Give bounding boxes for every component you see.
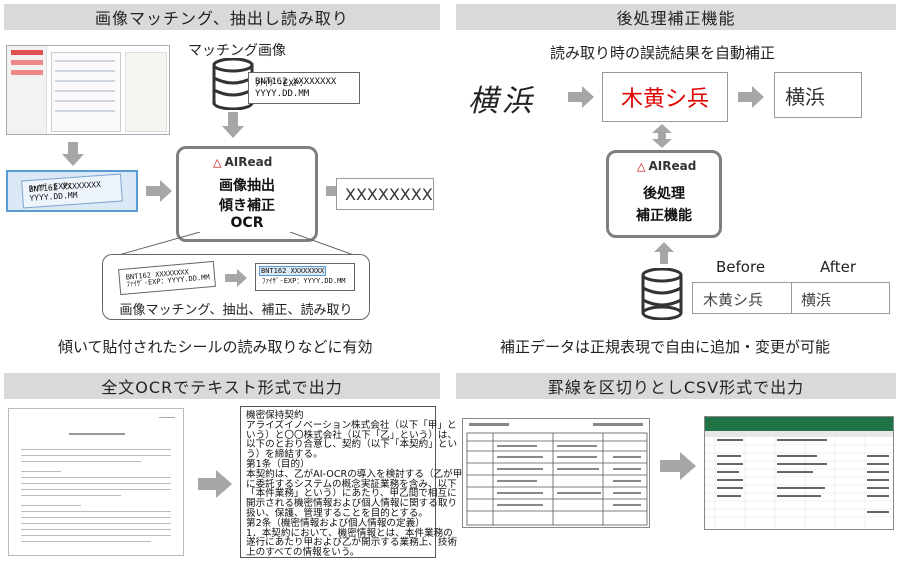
callout-caption: 画像マッチング、抽出、補正、読み取り [119,303,353,318]
section-title-matching: 画像マッチング、抽出し読み取り [4,4,440,30]
postprocess-subtitle: 読み取り時の誤読結果を自動補正 [550,44,776,62]
callout-connector [107,232,363,258]
tilted-label-card: BNT162 XXXXXXXX ﾌｧｲｻﾞ-EXP：YYYY.DD.MM [21,173,123,209]
airead-logo: △ AIRead [637,159,697,173]
arrow-down-icon [62,142,84,166]
postprocess-footer: 補正データは正規表現で自由に追加・変更が可能 [500,338,831,356]
source-document-screenshot [6,45,170,135]
airead-logo: △ AIRead [213,155,273,169]
card-line-2: ﾌｧｲｻﾞ-EXP：YYYY.DD.MM [255,79,310,99]
process-callout-box: BNT162 XXXXXXXX ﾌｧｲｻﾞ-EXP：YYYY.DD.MM BNT… [102,254,370,320]
matching-template-card: BNT162 XXXXXXXX ﾌｧｲｻﾞ-EXP：YYYY.DD.MM [248,72,360,104]
ruled-table-document [462,418,650,528]
arrow-right-icon [146,180,172,202]
handwritten-text: 横浜 [468,84,536,119]
ocr-text-output: 機密保持契約 アライズイノベーション株式会社（以下「甲」と いう）と〇〇株式会社… [240,406,462,558]
ocr-output-box: XXXXXXXX [336,178,434,210]
section-title-fulltext: 全文OCRでテキスト形式で出力 [4,373,440,399]
engine-line-3: OCR [230,215,264,231]
database-icon [640,267,684,321]
extracted-label-image: BNT162 XXXXXXXX ﾌｧｲｻﾞ-EXP：YYYY.DD.MM [6,170,138,212]
before-label: Before [716,258,766,276]
card-line-1: BNT162 XXXXXXXX [255,77,337,87]
ocr-text-content: 機密保持契約 アライズイノベーション株式会社（以下「甲」と いう）と〇〇株式会社… [246,410,463,559]
engine-line-1: 画像抽出 [219,178,275,194]
arrow-right-icon [225,269,247,287]
card-line-1: BNT162 XXXXXXXX [259,266,327,276]
arrow-right-icon [568,86,594,108]
airead-mark-icon: △ [213,155,222,169]
arrow-right-icon [198,470,232,498]
before-value: 木黄シ兵 [703,291,764,309]
spreadsheet-ribbon [705,417,893,431]
arrow-up-icon [654,242,674,264]
engine-line-1: 後処理 [643,186,685,202]
card-line-2: ﾌｧｲｻﾞ-EXP：YYYY.DD.MM [28,180,78,203]
after-value: 横浜 [801,291,832,309]
misread-box: 木黄シ兵 [602,72,728,122]
matching-image-label: マッチング画像 [188,43,286,59]
airead-engine-box: △ AIRead 画像抽出 傾き補正 OCR [176,146,318,242]
airead-mark-icon: △ [637,159,646,173]
misread-text: 木黄シ兵 [620,87,709,112]
correction-table: 木黄シ兵 横浜 [692,282,890,314]
ocr-output-text: XXXXXXXX [345,184,433,204]
corrected-text: 横浜 [785,84,825,109]
after-label: After [820,258,857,276]
spreadsheet-screenshot [704,416,894,530]
section-title-postprocess: 後処理補正機能 [456,4,896,30]
corrected-box: 横浜 [774,72,862,118]
output-label-card: BNT162 XXXXXXXX ﾌｧｲｻﾞ-EXP：YYYY.DD.MM [255,263,355,291]
arrow-updown-icon [652,124,672,148]
matching-footer: 傾いて貼付されたシールの読み取りなどに有効 [58,338,373,356]
section-title-csv: 罫線を区切りとしCSV形式で出力 [456,373,896,399]
engine-line-2: 傾き補正 [219,198,275,214]
input-label-card: BNT162 XXXXXXXX ﾌｧｲｻﾞ-EXP：YYYY.DD.MM [118,260,216,296]
arrow-down-icon [222,112,244,138]
arrow-right-icon [738,86,764,108]
card-line-2: ﾌｧｲｻﾞ-EXP：YYYY.DD.MM [262,277,346,285]
engine-line-2: 補正機能 [636,208,692,224]
postprocess-engine-box: △ AIRead 後処理 補正機能 [606,150,722,238]
arrow-right-icon [660,452,696,480]
scanned-document [8,408,184,556]
